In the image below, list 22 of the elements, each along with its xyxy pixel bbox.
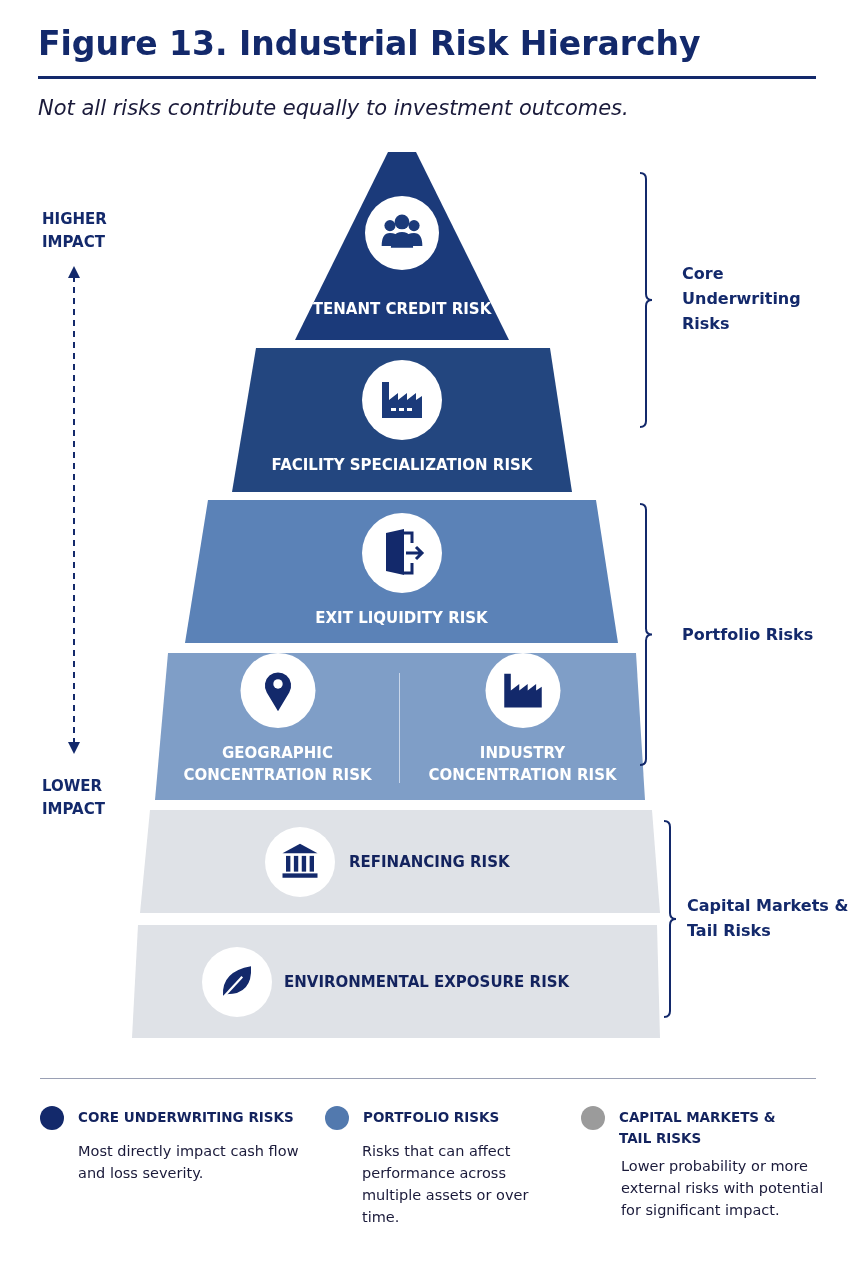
impact-label: LOWER IMPACT — [42, 776, 106, 820]
tier-label: REFINANCING RISK — [349, 851, 510, 873]
legend-description: Lower probability or more external risks with potential for significant impact. — [621, 1157, 825, 1220]
legend-title: CORE UNDERWRITING RISKS — [78, 1108, 295, 1127]
group-label: Portfolio Risks — [682, 624, 815, 646]
legend-description: Most directly impact cash flow and loss severity. — [78, 1142, 300, 1183]
impact-label: HIGHER IMPACT — [42, 209, 108, 253]
tier-label: TENANT CREDIT RISK — [312, 299, 492, 320]
subtitle: Not all risks contribute equally to investment outcomes. — [38, 96, 629, 120]
legend-title: PORTFOLIO RISKS — [363, 1108, 501, 1127]
tier-label: GEOGRAPHIC CONCENTRATION RISK — [182, 743, 373, 786]
legend-description: Risks that can affect performance across multiple assets or over time. — [362, 1142, 530, 1227]
pyramid-band — [155, 653, 645, 800]
figure-title: Figure 13. Industrial Risk Hierarchy — [38, 24, 701, 63]
tier-label: FACILITY SPECIALIZATION RISK — [271, 455, 533, 476]
tier-label: ENVIRONMENTAL EXPOSURE RISK — [284, 971, 570, 993]
legend-title: CAPITAL MARKETS & TAIL RISKS — [619, 1108, 777, 1148]
tier-label: INDUSTRY CONCENTRATION RISK — [427, 743, 618, 786]
pyramid-tier — [132, 925, 660, 1038]
group-label: Capital Markets & Tail Risks — [687, 895, 850, 942]
tier-label: EXIT LIQUIDITY RISK — [315, 608, 488, 629]
group-label: Core Underwriting Risks — [682, 263, 802, 335]
